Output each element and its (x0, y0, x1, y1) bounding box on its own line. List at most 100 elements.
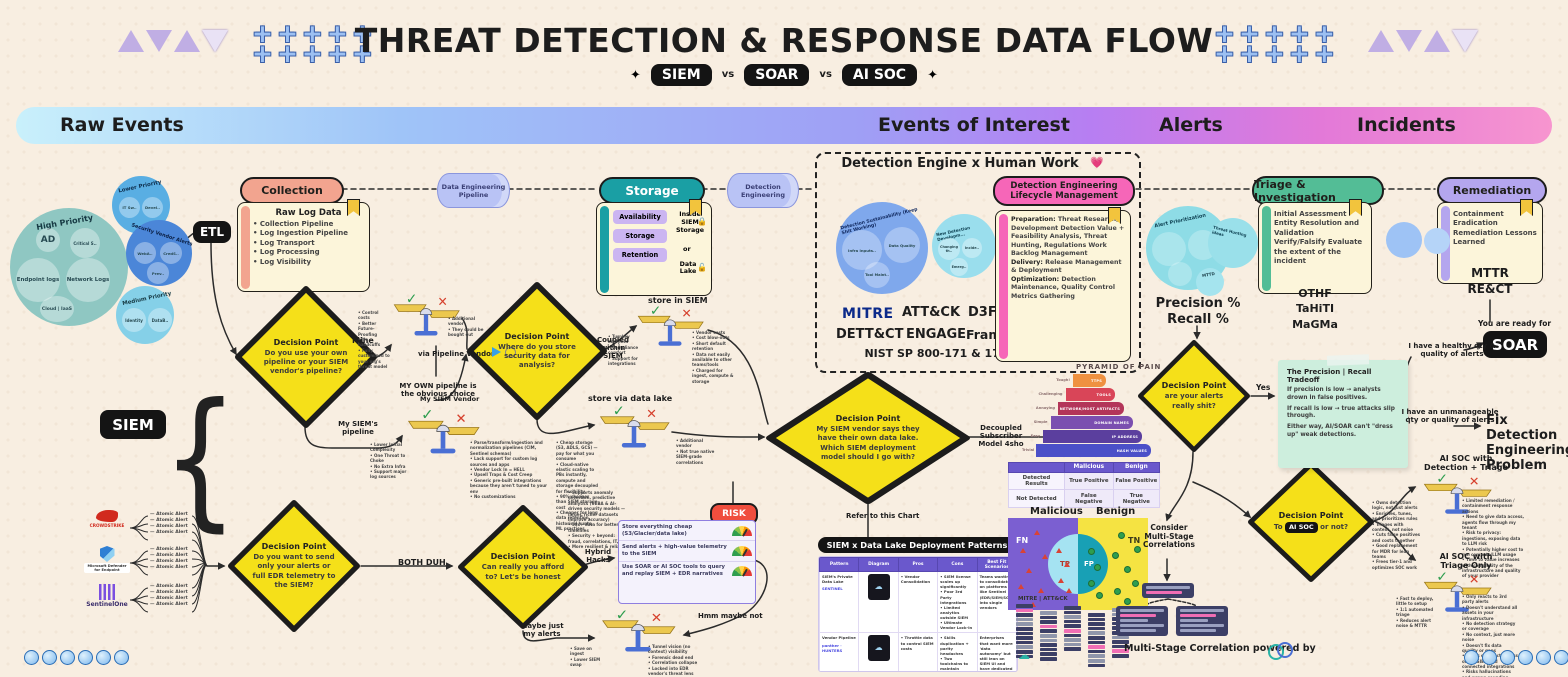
tahiti: TaHiTI (1295, 302, 1335, 316)
svg-text:✕: ✕ (455, 412, 466, 427)
sustain-tool-maint: Tool Maint.. (864, 262, 890, 288)
new-incidents: Incide.. (962, 238, 982, 258)
svg-text:✓: ✓ (613, 404, 625, 419)
bullet-item: Additional vendor (448, 316, 484, 327)
prep-text: Threat Research, Development Detection V… (1011, 216, 1125, 257)
circle-decor-right (1464, 650, 1568, 665)
storage-row-availability: Availability (613, 210, 667, 224)
svg-text:✕: ✕ (1469, 474, 1480, 489)
bullet-item: Support major log sources (370, 469, 410, 480)
malicious-sample-icon (1038, 588, 1044, 593)
tradeoff-title: The Precision | Recall Tradeoff (1287, 368, 1372, 384)
aisoc-pre: To (1273, 523, 1283, 532)
bullet-item: Doesn't fix data quality or gaps (1462, 643, 1518, 654)
bullet-item: Control costs (358, 310, 390, 321)
svg-text:✓: ✓ (1436, 570, 1448, 585)
risk-gauge-icon (732, 566, 752, 577)
bullet-item: Frees tier-1 and optimizes SOC work (1372, 559, 1422, 570)
bullet-item: Potentially higher cost to run compute/L… (1462, 547, 1526, 558)
decision-title: Decision Point (835, 414, 901, 424)
defender-alerts: Atomic AlertAtomic AlertAtomic AlertAtom… (150, 547, 190, 571)
tradeoff-note: The Precision | Recall Tradeoff If preci… (1278, 360, 1408, 468)
unlock-icon: 🔓 (697, 263, 707, 272)
bullet-item: More resilient & reliable (568, 544, 630, 549)
pipeline-vendor-icon (492, 347, 501, 357)
both-duh-label: BOTH DUH (398, 558, 446, 567)
storage-rows: Availability Storage Retention (613, 210, 667, 262)
remediation-metrics: MTTR RE&CT (1452, 266, 1528, 297)
bullet-item: Short default retention (692, 341, 734, 352)
decision-pipeline: Decision Point Do you use your own pipel… (235, 286, 377, 428)
bullet-item: Lack support for custom log sources and … (470, 456, 554, 467)
lifecycle-note: Preparation: Threat Research, Developmen… (995, 210, 1131, 362)
bullet-item: Additional vendor (676, 438, 718, 449)
bullet-item: 1:1 automated triage (1396, 607, 1440, 618)
confusion-cell: True Positive (1063, 471, 1114, 491)
consider-multistage-label: Consider Multi-Stage Correlations (1143, 523, 1195, 550)
svg-text:✓: ✓ (406, 292, 417, 307)
benign-sample-icon (1132, 580, 1139, 587)
source-network-logs: Network Logs (66, 258, 110, 302)
fix-detection-label: Fix Detection Engineering Problem (1486, 413, 1568, 473)
venn-tn: TN (1128, 536, 1141, 545)
pyramid-layer: NETWORK/HOST ARTIFACTS (1058, 402, 1124, 415)
new-detection-bubble (932, 214, 996, 278)
pyramid-difficulty-label: Simple (1033, 420, 1048, 424)
pyramid-layer: TOOLS (1065, 388, 1115, 401)
pattern-diagram: ☁ (867, 574, 890, 600)
bullet-item: Correlation collapse (648, 660, 700, 665)
source-creds: CredS.. (160, 242, 182, 264)
table-header: Diagram (858, 557, 899, 572)
plus-decor-left: ++++++++++ (252, 19, 373, 68)
scale-aisoc-triage: ✓ ✕ (1420, 569, 1494, 616)
unmanageable-alerts-label: I have an unmanageable qty or quality of… (1401, 408, 1499, 425)
hybrid-hacks-label: Hybrid Hacks (584, 548, 612, 565)
soar-badge: SOAR (1483, 331, 1547, 358)
benign-sample-icon (1124, 598, 1131, 605)
othf: OTHF (1298, 287, 1332, 300)
triage-pill: Triage & Investigation (1252, 176, 1384, 205)
table-row: SIEM's Private Data LakeSENTINEL☁Vendor … (819, 570, 1017, 634)
svg-text:✓: ✓ (650, 304, 661, 319)
benign-sample-icon (1114, 588, 1121, 595)
attack-tactic-column (1040, 611, 1057, 661)
decision-text: are your alerts really shit? (1164, 392, 1224, 410)
sustain-infra: Infra inputs.. (842, 230, 882, 270)
pattern-name: SIEM's Private Data Lake (822, 574, 853, 585)
in-siem-cons: Vendor costsCost blow-outsShort default … (692, 330, 734, 384)
in-siem-pros: Turnkey analyticsCompliance comfortSuppo… (608, 334, 642, 366)
subtitle-row: ✦ SIEM vs SOAR vs AI SOC ✦ (0, 64, 1568, 86)
malicious-sample-icon (1056, 548, 1062, 553)
triage-note: Initial Assessment Entity Resolution and… (1258, 202, 1372, 294)
source-ad: AD (36, 228, 60, 252)
dettct-framework: DETT&CT (836, 327, 904, 342)
pyramid-difficulty-label: Challenging (1038, 392, 1063, 396)
bullet-item: One Throat to Choke (370, 453, 410, 464)
risk-gauge-icon (732, 545, 752, 556)
detection-engineering-cylinder: Detection Engineering (727, 173, 799, 208)
bullet-item: No handcuffs (358, 337, 390, 348)
full-edr-benefits: Supports anomaly detection, predictive a… (568, 490, 630, 549)
hybrid-hack-row: Send alerts + high-value telemetry to th… (619, 541, 755, 562)
pattern-vendor: panther · HUNTERS (822, 642, 843, 653)
remediation-bubble (1386, 222, 1422, 258)
svg-text:✕: ✕ (651, 612, 662, 627)
alerts-only-pros: Save on ingestLower SIEM swap (570, 646, 604, 668)
bullet-item: Time to value increases with complexity … (1462, 557, 1526, 579)
benign-sample-icon (1088, 580, 1095, 587)
data-lake-cons: Additional vendorNot true native SIEM-gr… (676, 438, 718, 465)
bullet-item: Better Future-Proofing (358, 321, 390, 337)
storage-row-retention: Retention (613, 248, 667, 262)
pattern-name: Vendor Pipeline (822, 635, 856, 641)
data-engineering-pipeline-cylinder: Data Engineering Pipeline (437, 173, 510, 208)
bullet-item: Turnkey analytics (608, 334, 642, 345)
confusion-cell: True Negative (1112, 489, 1161, 508)
atomic-alert-label: Atomic Alert (150, 584, 190, 590)
source-prev: Prev.. (147, 262, 169, 284)
bullet-item: No customizations (470, 494, 554, 499)
decision-text: Can really you afford to? Let's be hones… (481, 563, 565, 581)
delivery-text: Release Management & Deployment (1011, 258, 1122, 275)
table-title: SIEM x Data Lake Deployment Patterns (818, 537, 1016, 553)
